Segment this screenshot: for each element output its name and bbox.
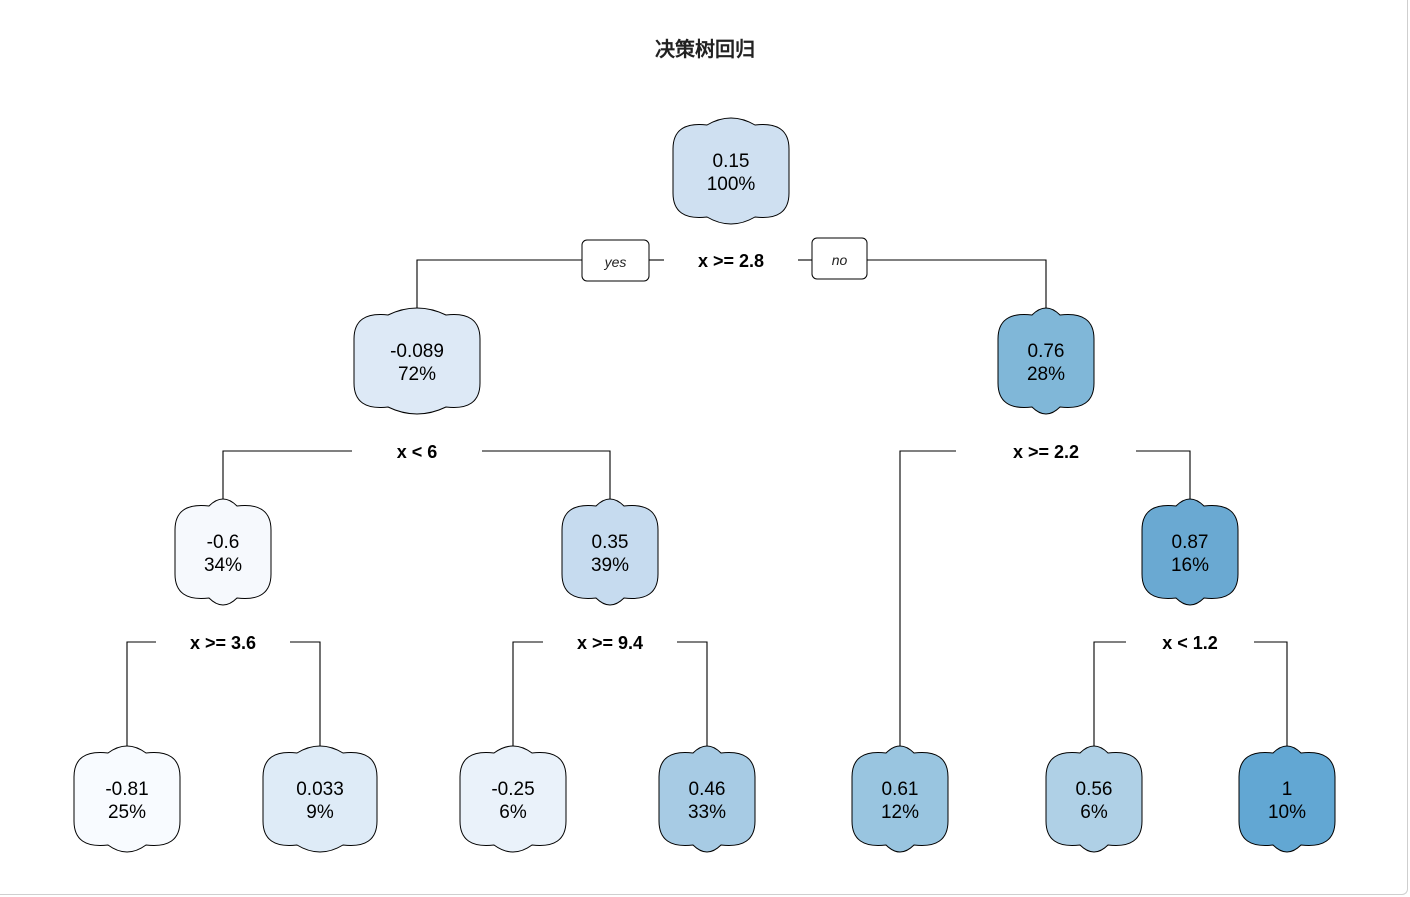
node-percent: 10% [1268, 802, 1306, 823]
node-value: 0.46 [689, 779, 726, 800]
tree-node-n4: -0.634% [174, 498, 272, 606]
node-percent: 6% [499, 802, 527, 823]
node-shape [459, 745, 567, 853]
node-value: 0.76 [1028, 341, 1065, 362]
split-label-s4: x >= 3.6 [190, 633, 256, 653]
edge-no-branch [867, 259, 1047, 311]
tree-node-n14: 0.566% [1045, 745, 1143, 853]
node-value: 0.87 [1172, 532, 1209, 553]
node-shape [73, 745, 181, 853]
node-shape [851, 745, 949, 853]
node-value: -0.089 [390, 341, 444, 362]
node-percent: 100% [707, 174, 756, 195]
node-value: -0.6 [207, 532, 240, 553]
edge-left-s4 [126, 641, 156, 749]
node-shape [1141, 498, 1239, 606]
node-shape [262, 745, 378, 853]
node-value: 1 [1282, 779, 1293, 800]
node-value: 0.033 [296, 779, 344, 800]
tree-node-n15: 110% [1238, 745, 1336, 853]
node-percent: 34% [204, 555, 242, 576]
node-value: 0.56 [1076, 779, 1113, 800]
node-value: 0.35 [592, 532, 629, 553]
node-percent: 6% [1080, 802, 1108, 823]
branch-label-box-no [811, 237, 868, 280]
node-shape [1238, 745, 1336, 853]
node-shape [353, 307, 481, 415]
branch-label-text-no: no [832, 252, 848, 268]
split-label-s2: x < 6 [397, 442, 438, 462]
edge-right-s6 [1254, 641, 1288, 749]
edge-right-s5 [677, 641, 708, 749]
split-label-s5: x >= 9.4 [577, 633, 643, 653]
node-percent: 39% [591, 555, 629, 576]
node-shape [658, 745, 756, 853]
edge-right-s2 [482, 450, 611, 502]
node-percent: 28% [1027, 364, 1065, 385]
split-label-s3: x >= 2.2 [1013, 442, 1079, 462]
edge-right-s3 [1136, 450, 1191, 502]
node-shape [561, 498, 659, 606]
node-shape [997, 307, 1095, 415]
branch-label-box-yes [581, 239, 650, 282]
node-shape [1045, 745, 1143, 853]
branch-label-yes: yes [581, 239, 650, 282]
node-shape [174, 498, 272, 606]
branch-label-text-yes: yes [604, 254, 627, 270]
node-percent: 25% [108, 802, 146, 823]
node-percent: 33% [688, 802, 726, 823]
edge-left-s3 [899, 450, 956, 749]
split-label-s6: x < 1.2 [1162, 633, 1218, 653]
node-percent: 72% [398, 364, 436, 385]
node-percent: 12% [881, 802, 919, 823]
branch-label-no: no [811, 237, 868, 280]
edge-yes-branch [416, 259, 582, 311]
node-shape [672, 117, 790, 225]
split-label-s1: x >= 2.8 [698, 251, 764, 271]
node-value: 0.61 [882, 779, 919, 800]
node-percent: 9% [306, 802, 334, 823]
tree-node-n10: -0.256% [459, 745, 567, 853]
chart-title: 决策树回归 [655, 37, 755, 61]
edge-left-s2 [222, 450, 352, 502]
node-percent: 16% [1171, 555, 1209, 576]
edge-left-s6 [1093, 641, 1126, 749]
node-value: 0.15 [713, 151, 750, 172]
node-value: -0.25 [491, 779, 534, 800]
edge-left-s5 [512, 641, 543, 749]
node-value: -0.81 [105, 779, 148, 800]
edge-right-s4 [290, 641, 321, 749]
